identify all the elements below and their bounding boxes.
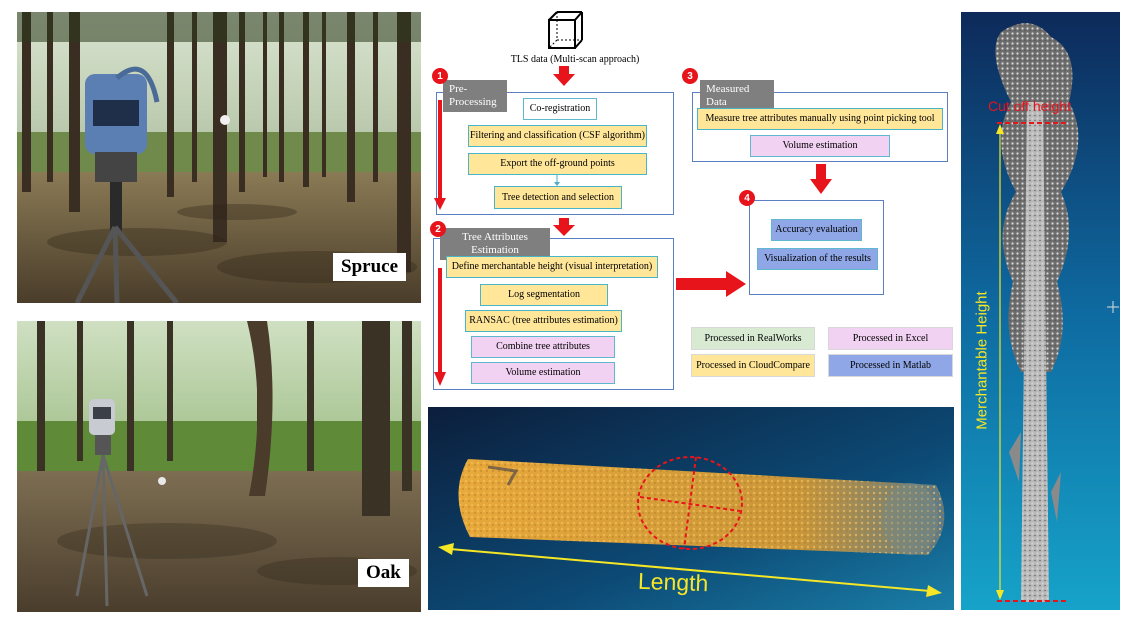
step1-progress-arrow — [434, 100, 446, 210]
step3-badge: 3 — [682, 68, 698, 84]
step1-item-filtering: Filtering and classification (CSF algori… — [468, 125, 647, 147]
step4-group — [749, 200, 884, 295]
legend-realworks: Processed in RealWorks — [691, 327, 815, 350]
step1-small-arrow — [554, 175, 560, 186]
step2-item-ransac: RANSAC (tree attributes estimation) — [465, 310, 622, 332]
log-point-cloud-panel: Length — [428, 407, 954, 610]
step2-progress-arrow — [434, 268, 446, 386]
step3-title: Measured Data — [700, 80, 774, 112]
step2-title: Tree Attributes Estimation — [440, 228, 550, 260]
oak-label: Oak — [358, 559, 409, 587]
arrow-down-step2 — [553, 218, 575, 236]
legend-cloudcompare: Processed in CloudCompare — [691, 354, 815, 377]
step2-item-merchantable: Define merchantable height (visual inter… — [446, 256, 658, 278]
step2-item-segmentation: Log segmentation — [480, 284, 608, 306]
step3-item-measure: Measure tree attributes manually using p… — [697, 108, 943, 130]
step2-item-combine: Combine tree attributes — [471, 336, 615, 358]
arrow-down-step4 — [810, 164, 832, 194]
step4-badge: 4 — [739, 190, 755, 206]
step1-item-coregistration: Co-registration — [523, 98, 597, 120]
input-label: TLS data (Multi-scan approach) — [510, 54, 640, 65]
step1-badge: 1 — [432, 68, 448, 84]
arrow-down-input — [553, 66, 575, 86]
step1-title: Pre-Processing — [443, 80, 507, 112]
step2-badge: 2 — [430, 221, 446, 237]
cube-icon — [545, 8, 585, 52]
step4-item-accuracy: Accuracy evaluation — [771, 219, 862, 241]
merchantable-height-label: Merchantable Height — [973, 291, 991, 430]
spruce-photo: Spruce — [17, 12, 421, 303]
legend-excel: Processed in Excel — [828, 327, 953, 350]
length-label: Length — [637, 567, 709, 597]
step4-item-visualization: Visualization of the results — [757, 248, 878, 270]
tree-point-cloud-panel: Cut off height Merchantable Height — [961, 12, 1120, 610]
step2-item-volume: Volume estimation — [471, 362, 615, 384]
spruce-label: Spruce — [333, 253, 406, 281]
cutoff-height-label: Cut off height — [988, 98, 1072, 114]
arrow-right-step4 — [676, 271, 746, 297]
legend-matlab: Processed in Matlab — [828, 354, 953, 377]
step3-item-volume: Volume estimation — [750, 135, 890, 157]
step1-item-detection: Tree detection and selection — [494, 186, 622, 209]
step1-item-export: Export the off-ground points — [468, 153, 647, 175]
oak-photo: Oak — [17, 321, 421, 612]
